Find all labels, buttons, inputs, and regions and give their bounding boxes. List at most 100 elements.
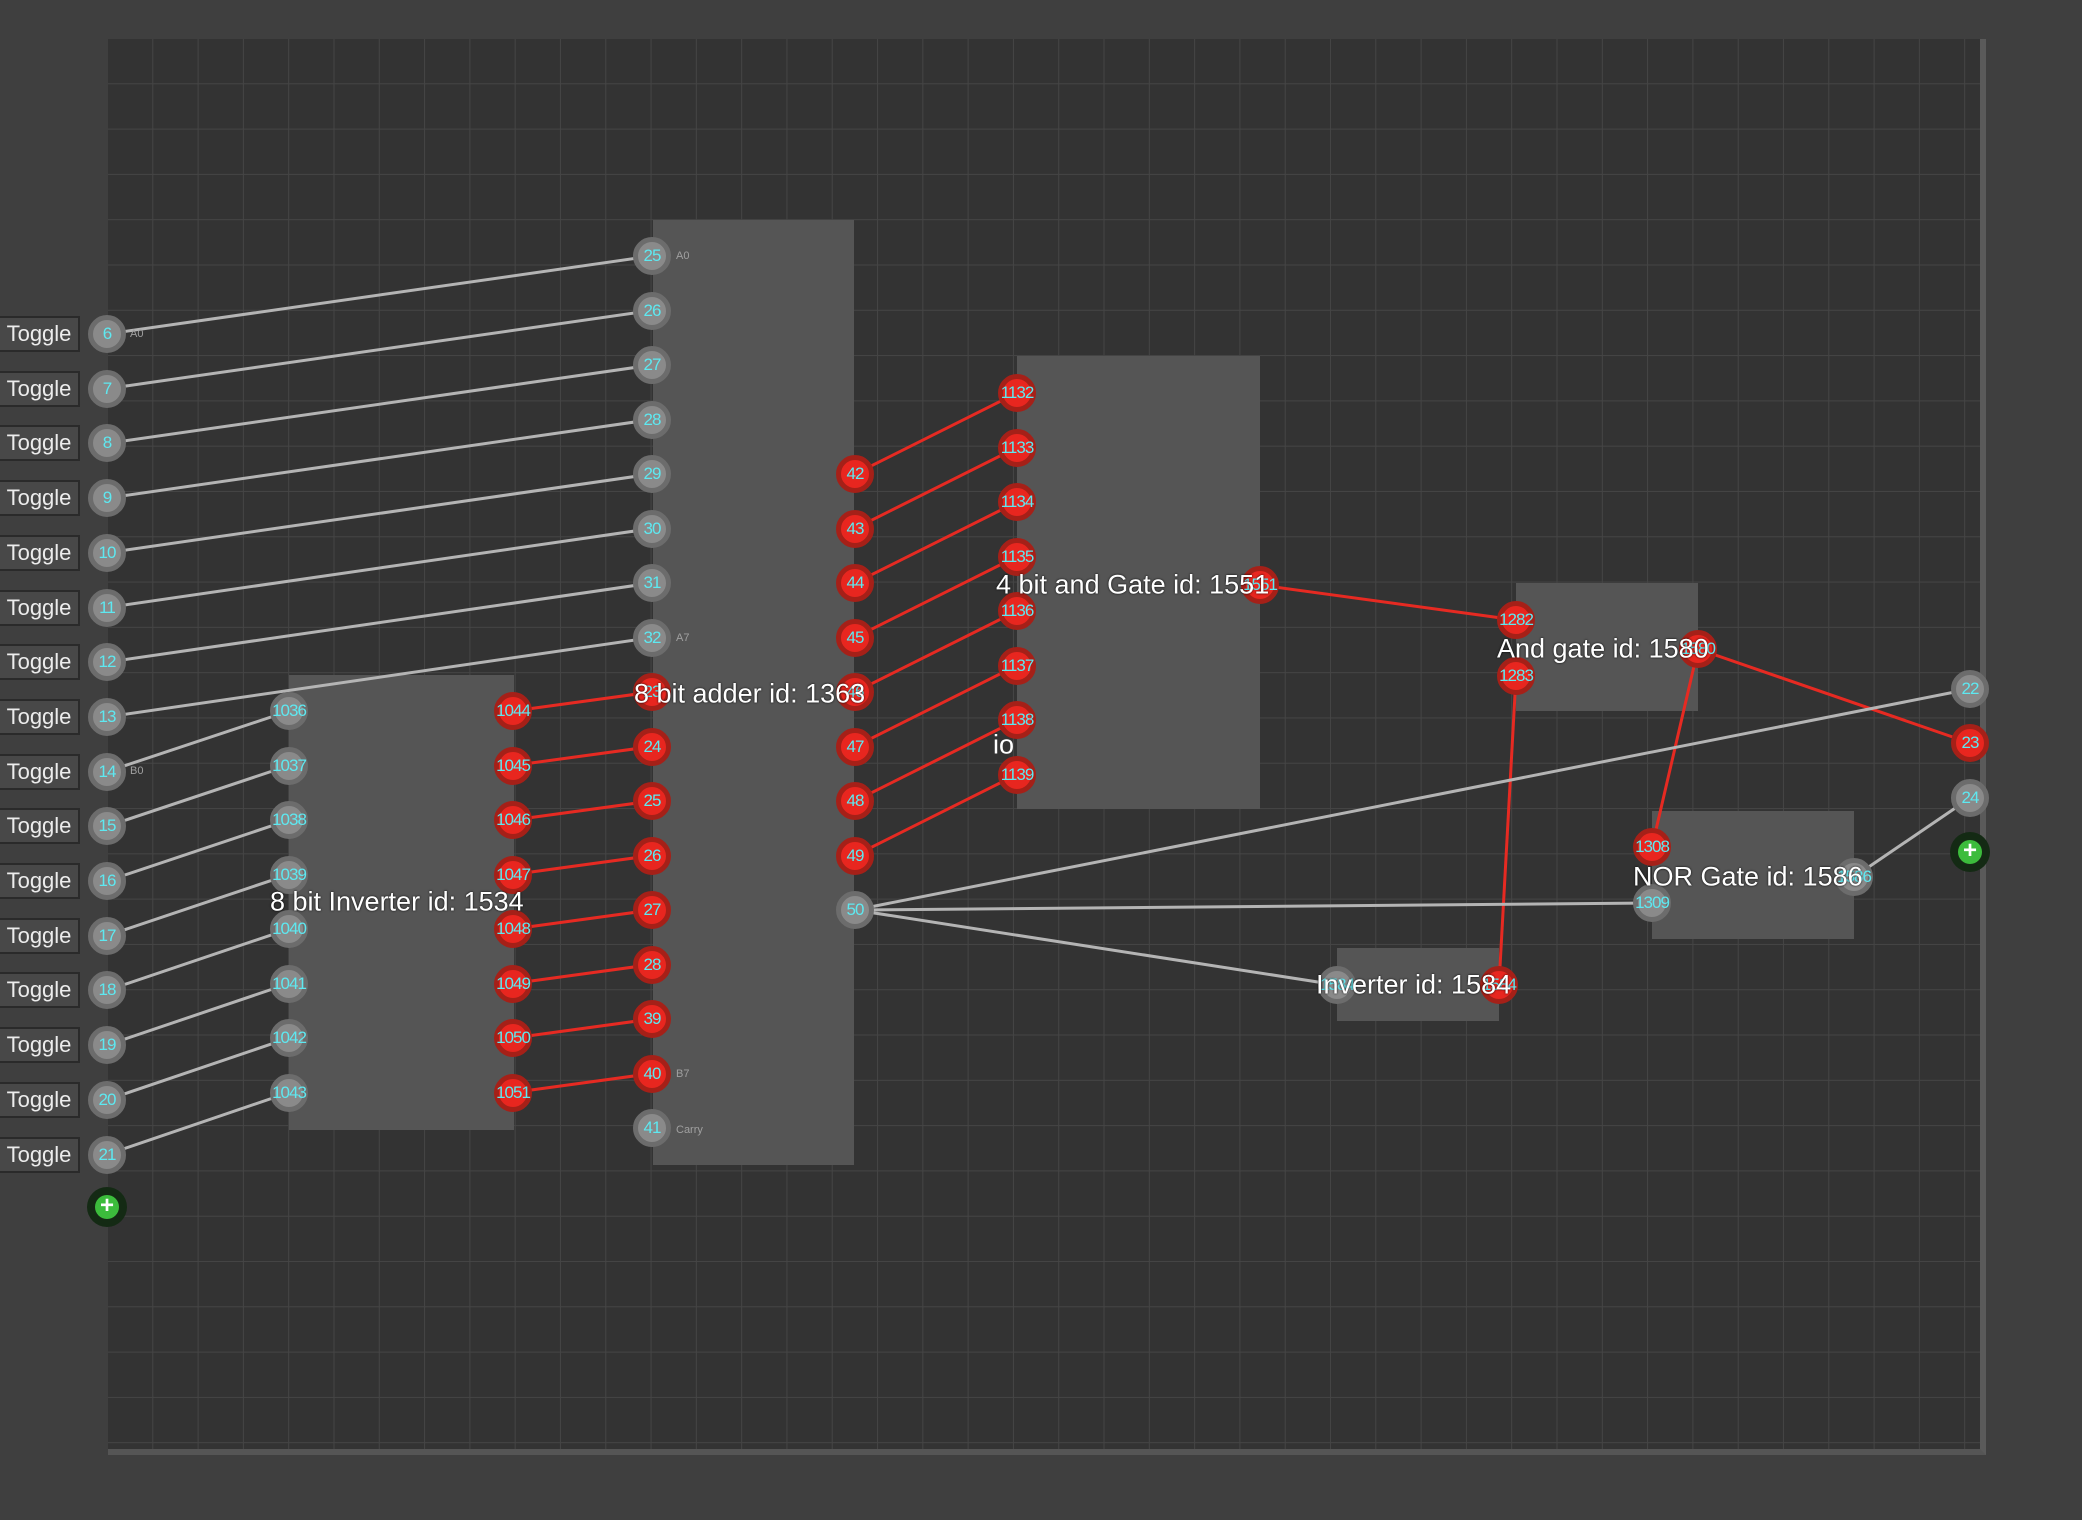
inverter8-in-pin[interactable]: 1040 [270,910,308,948]
adder-a-pin[interactable]: 30 [633,509,671,548]
adder-b-pin[interactable]: 23 [633,673,671,711]
and-in-pin[interactable]: 1283 [1497,657,1535,695]
inverter8-in-pin[interactable]: 1038 [270,801,308,839]
output-pin[interactable]: 24 [1951,779,1989,817]
input-pin[interactable]: 9 [88,479,126,518]
nor-out-pin[interactable]: 1586 [1835,858,1873,896]
and-out-pin[interactable]: 1580 [1679,630,1717,668]
adder-b-pin[interactable]: 25 [633,782,671,820]
wire-input-adder[interactable] [106,254,653,336]
adder-b-pin[interactable]: 39 [633,1000,671,1038]
wire-input-inverter[interactable] [106,764,290,828]
adder-a-pin[interactable]: 27 [633,346,671,384]
inverter8-out-pin[interactable]: 1048 [494,910,532,948]
wire-inverter-adder[interactable] [512,854,653,876]
wire-input-inverter[interactable] [106,818,290,883]
adder-b-pin[interactable]: 28 [633,945,671,984]
adder-out-pin[interactable]: 46 [836,673,874,711]
adder-a-pin[interactable]: 25 [633,237,671,275]
wire-input-inverter[interactable] [106,873,290,938]
wire-adder-and4[interactable] [854,391,1018,476]
and4-in-pin[interactable]: 1132 [998,374,1036,412]
adder-a-pin[interactable]: 32 [633,618,671,657]
wire-adder-and4[interactable] [854,500,1018,585]
adder-a-pin[interactable]: 31 [633,564,671,602]
and4-in-pin[interactable]: 1137 [998,646,1036,685]
add-output-button[interactable]: + [1950,832,1990,872]
inverter8-in-pin[interactable]: 1043 [270,1073,308,1112]
adder-out-pin[interactable]: 42 [836,455,874,493]
wire-adder-and4[interactable] [854,664,1018,748]
input-pin[interactable]: 10 [88,533,126,572]
adder-out-pin[interactable]: 48 [836,782,874,820]
wire-inverter-adder[interactable] [512,1017,653,1040]
add-input-button[interactable]: + [87,1187,127,1227]
adder-b-pin[interactable]: 40 [633,1054,671,1093]
toggle-button[interactable]: Toggle [0,917,80,954]
wire-inverter-adder[interactable] [512,963,653,985]
toggle-button[interactable]: Toggle [0,972,80,1009]
toggle-button[interactable]: Toggle [0,1027,80,1064]
and4-in-pin[interactable]: 1139 [998,755,1036,794]
and4-out-pin[interactable]: 1551 [1241,566,1279,604]
inverter8-in-pin[interactable]: 1041 [270,964,308,1003]
adder-block[interactable] [653,220,854,1165]
inverter8-out-pin[interactable]: 1045 [494,746,532,785]
adder-b-pin[interactable]: 26 [633,836,671,875]
inverter8-in-pin[interactable]: 1037 [270,746,308,785]
wire-input-adder[interactable] [106,472,653,555]
toggle-button[interactable]: Toggle [0,425,80,462]
toggle-button[interactable]: Toggle [0,808,80,845]
input-pin[interactable]: 6 [88,315,126,353]
input-pin[interactable]: 20 [88,1080,126,1119]
toggle-button[interactable]: Toggle [0,1081,80,1118]
inverter-in-pin[interactable]: 1584 [1318,966,1356,1004]
input-pin[interactable]: 15 [88,807,126,846]
adder-out-pin[interactable]: 49 [836,836,874,875]
input-pin[interactable]: 11 [88,588,126,627]
wire-input-adder[interactable] [106,309,653,391]
wire-adder-and4[interactable] [854,609,1018,694]
nor-in-pin[interactable]: 1308 [1633,828,1671,866]
inverter8-in-pin[interactable]: 1036 [270,692,308,730]
wire-carry-output[interactable] [854,687,1971,912]
wire-input-adder[interactable] [106,581,653,664]
and4-in-pin[interactable]: 1136 [998,592,1036,630]
adder-b-pin[interactable]: 27 [633,891,671,929]
toggle-button[interactable]: Toggle [0,316,80,352]
inverter-out-pin[interactable]: 1584 [1480,966,1518,1004]
inverter8-out-pin[interactable]: 1047 [494,855,532,894]
and4-in-pin[interactable]: 1135 [998,537,1036,576]
nor-gate-block[interactable] [1652,811,1854,939]
and4-in-pin[interactable]: 1134 [998,483,1036,521]
wire-carry-inverter[interactable] [854,908,1338,987]
and4-block[interactable] [1017,356,1260,809]
wire-and-output[interactable] [1697,647,1971,745]
wire-input-inverter[interactable] [106,982,290,1047]
wire-input-inverter[interactable] [106,1036,290,1102]
toggle-button[interactable]: Toggle [0,534,80,571]
and4-in-pin[interactable]: 1133 [998,428,1036,467]
inverter8-out-pin[interactable]: 1044 [494,692,532,730]
adder-b-pin[interactable]: 41 [633,1109,671,1147]
input-pin[interactable]: 7 [88,369,126,408]
inverter8-out-pin[interactable]: 1050 [494,1019,532,1057]
adder-out-pin[interactable]: 50 [836,891,874,929]
wire-input-adder[interactable] [106,418,653,500]
inverter8-out-pin[interactable]: 1046 [494,801,532,839]
toggle-button[interactable]: Toggle [0,863,80,899]
output-pin[interactable]: 23 [1951,724,1989,762]
adder-a-pin[interactable]: 29 [633,455,671,493]
input-pin[interactable]: 19 [88,1026,126,1065]
wire-inverter-adder[interactable] [512,799,653,822]
wire-nor-output[interactable] [1853,796,1971,879]
wire-inverter-adder[interactable] [512,745,653,767]
nor-in-pin[interactable]: 1309 [1633,884,1671,922]
wire-and4-and[interactable] [1259,583,1517,622]
toggle-button[interactable]: Toggle [0,589,80,626]
and-in-pin[interactable]: 1282 [1497,601,1535,639]
input-pin[interactable]: 16 [88,862,126,900]
wire-input-adder[interactable] [106,527,653,609]
adder-a-pin[interactable]: 28 [633,400,671,439]
wire-input-inverter[interactable] [106,709,290,774]
